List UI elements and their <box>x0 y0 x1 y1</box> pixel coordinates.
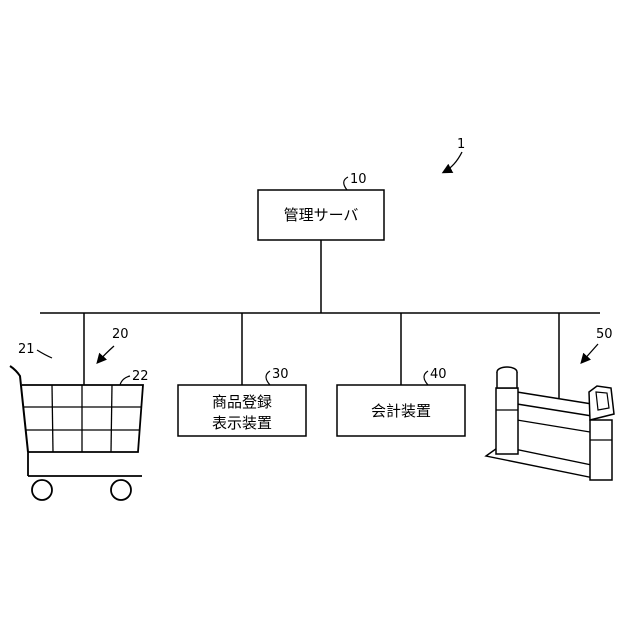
cart-grid-line <box>52 385 53 452</box>
cart-handle-ref-label: 21 <box>18 342 35 357</box>
gate-post-right <box>590 420 612 480</box>
management-server: 管理サーバ 10 <box>258 172 384 240</box>
shopping-cart: 20 21 22 <box>10 327 149 500</box>
checkout-ref-label: 40 <box>430 367 447 382</box>
gate-scanner-right-icon <box>589 386 614 420</box>
cart-basket-leader-line <box>120 376 130 385</box>
gate-bar-top <box>517 392 592 404</box>
cart-wheel-icon <box>111 480 131 500</box>
checkout-leader-line <box>424 371 428 385</box>
gate-scanner-left-icon <box>497 372 517 388</box>
system-ref-arrow <box>444 152 462 172</box>
registration-ref-label: 30 <box>272 367 289 382</box>
cart-ref-arrow <box>98 346 114 362</box>
cart-wheel-icon <box>32 480 52 500</box>
cart-grid-line <box>111 385 112 452</box>
cart-ref-label: 20 <box>112 327 129 342</box>
cart-basket-ref-label: 22 <box>132 369 149 384</box>
cart-handle-leader-line <box>37 350 52 358</box>
gate-bar-middle <box>517 404 592 416</box>
exit-gate: 50 <box>486 327 614 480</box>
server-label: 管理サーバ <box>284 206 359 224</box>
server-leader-line <box>344 177 348 190</box>
cart-handle-icon <box>10 366 28 452</box>
gate-ref-arrow <box>582 344 598 362</box>
registration-label-line1: 商品登録 <box>212 393 272 411</box>
system-ref-label: 1 <box>457 137 465 152</box>
gate-ref-label: 50 <box>596 327 613 342</box>
registration-label-line2: 表示装置 <box>212 414 272 432</box>
gate-bar-bottom <box>517 420 590 432</box>
server-ref-label: 10 <box>350 172 367 187</box>
checkout-label: 会計装置 <box>371 402 431 420</box>
gate-post-left <box>496 388 518 454</box>
system-ref-group: 1 <box>444 137 465 172</box>
registration-leader-line <box>266 371 270 385</box>
